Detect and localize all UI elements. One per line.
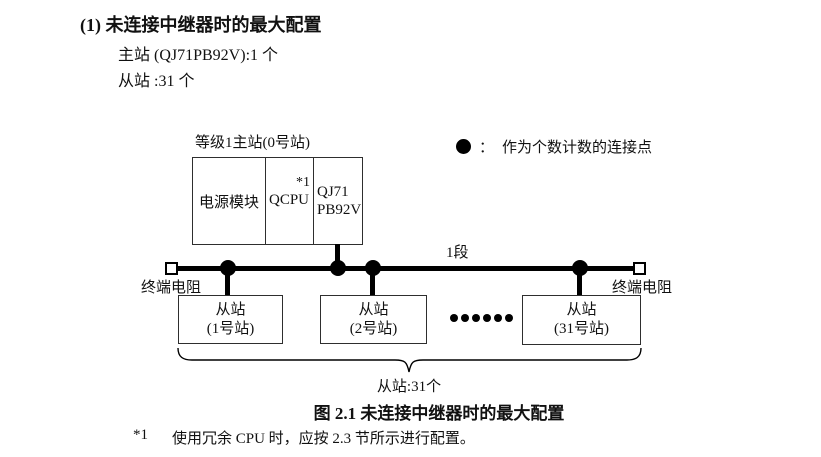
brace-label: 从站:31个	[376, 379, 442, 395]
footnote-text: 使用冗余 CPU 时，应按 2.3 节所示进行配置。	[172, 431, 475, 447]
master-drop-line	[335, 244, 340, 268]
ellipsis-dots	[450, 314, 513, 322]
slave-station-number: (2号站)	[349, 320, 398, 337]
slave2-drop-line	[370, 269, 375, 295]
cpu-footnote-marker: *1	[296, 175, 310, 190]
cpu-module-label: QCPU	[269, 192, 310, 208]
ellipsis-dot	[461, 314, 469, 322]
slave-name: 从站	[566, 302, 597, 318]
slave-name: 从站	[215, 301, 246, 318]
bus-line	[171, 266, 640, 271]
ellipsis-dot	[483, 314, 491, 322]
cpu-module-cell: *1 QCPU	[266, 158, 314, 244]
connection-dot	[572, 260, 588, 276]
network-module-line1: QJ71	[317, 184, 349, 200]
master-station-label: 等级1主站(0号站)	[195, 135, 310, 151]
connection-dot	[220, 260, 236, 276]
legend-text: 作为个数计数的连接点	[502, 140, 653, 156]
legend: ： 作为个数计数的连接点	[456, 136, 652, 157]
slave31-drop-line	[577, 269, 582, 295]
ellipsis-dot	[505, 314, 513, 322]
ellipsis-dot	[494, 314, 502, 322]
terminator-right-label: 终端电阻	[612, 280, 673, 296]
legend-separator: ：	[479, 140, 495, 156]
slave-count-line: 从站 :31 个	[118, 73, 195, 90]
slave-station-box-2: 从站 (2号站)	[320, 295, 427, 344]
footnote-marker: *1	[133, 427, 148, 443]
section-title: (1) 未连接中继器时的最大配置	[80, 15, 322, 35]
terminator-left-label: 终端电阻	[141, 280, 202, 296]
connection-point-icon	[456, 139, 471, 154]
network-module-cell: QJ71 PB92V	[314, 158, 362, 244]
master-count-line: 主站 (QJ71PB92V):1 个	[118, 47, 279, 64]
slave-station-box-1: 从站 (1号站)	[178, 295, 283, 344]
connection-dot	[330, 260, 346, 276]
ellipsis-dot	[472, 314, 480, 322]
slave-name: 从站	[358, 301, 389, 318]
slave-station-box-31: 从站 (31号站)	[522, 295, 641, 345]
connection-dot	[365, 260, 381, 276]
slave1-drop-line	[225, 269, 230, 295]
slave-station-number: (31号站)	[554, 321, 609, 337]
slave-station-number: (1号站)	[206, 320, 255, 337]
terminator-right-square	[633, 262, 646, 275]
network-module-line2: PB92V	[317, 202, 362, 218]
power-module-cell: 电源模块	[193, 158, 266, 244]
segment-label: 1段	[446, 245, 469, 261]
terminator-left-square	[165, 262, 178, 275]
master-station-box: 电源模块 *1 QCPU QJ71 PB92V	[192, 157, 363, 245]
ellipsis-dot	[450, 314, 458, 322]
brace	[177, 347, 642, 373]
figure-caption: 图 2.1 未连接中继器时的最大配置	[313, 404, 565, 423]
